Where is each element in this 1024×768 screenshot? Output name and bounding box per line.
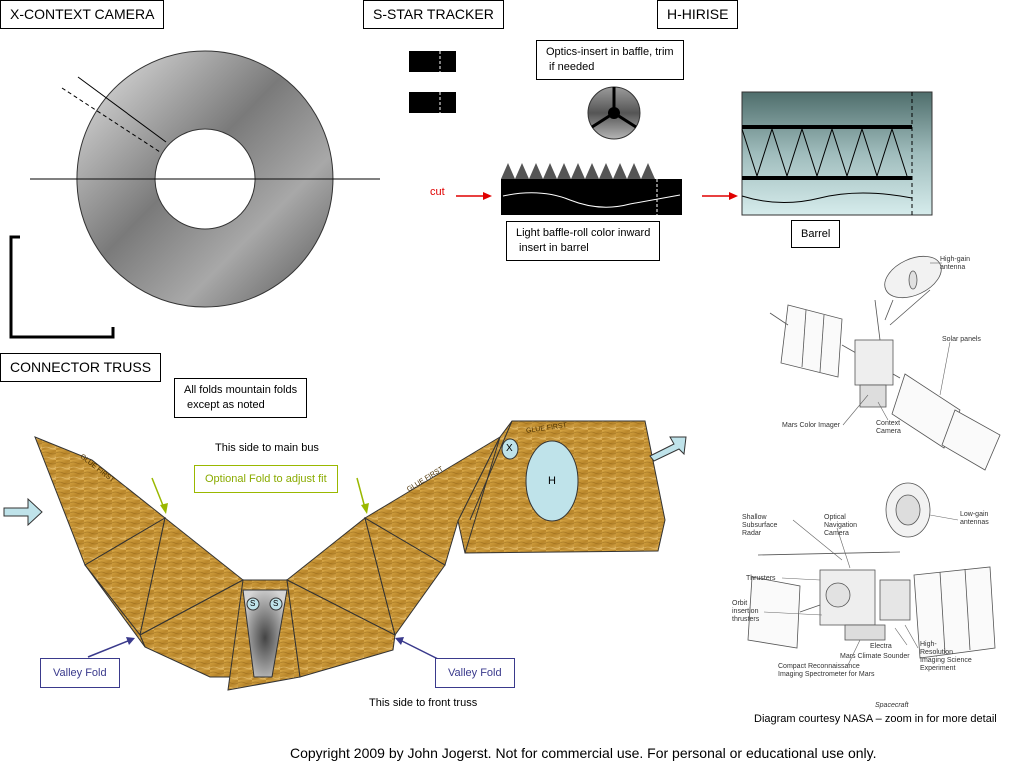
copyright: Copyright 2009 by John Jogerst. Not for … — [290, 745, 877, 761]
label-thrusters: Thrusters — [746, 575, 776, 582]
mark-s-left: S — [250, 599, 256, 608]
optional-fold-label: Optional Fold to adjust fit — [194, 465, 338, 493]
spacecraft-diagram-bottom — [747, 482, 996, 659]
mark-x: X — [506, 443, 513, 454]
label-optical-nav: Optical Navigation Camera — [824, 514, 858, 537]
spacecraft-leaders — [763, 262, 959, 666]
note-light-baffle: Light baffle-roll color inward insert in… — [506, 221, 661, 261]
mark-s-right: S — [273, 599, 279, 608]
label-hirise: High- Resolution Imaging Science Experim… — [920, 641, 972, 672]
spacecraft-diagram-top — [769, 255, 1001, 471]
note-barrel: Barrel — [791, 220, 841, 248]
bracket-line — [9, 235, 115, 339]
label-crism: Compact Reconnaissance Imaging Spectrome… — [778, 663, 875, 678]
label-spacecraft: Spacecraft — [875, 702, 909, 709]
label-mcs: Mars Climate Sounder — [840, 653, 910, 660]
diagram-caption: Diagram courtesy NASA – zoom in for more… — [754, 713, 997, 725]
label-shallow-radar: Shallow Subsurface Radar — [742, 514, 778, 537]
right-block-arrow — [649, 436, 687, 462]
main-bus-label: This side to main bus — [215, 442, 319, 454]
label-solar-panels: Solar panels — [942, 336, 981, 343]
label-low-gain: Low-gain antennas — [960, 511, 989, 526]
connector-truss — [34, 420, 666, 691]
heading-connector-truss: CONNECTOR TRUSS — [0, 353, 162, 382]
heading-context-camera: X-CONTEXT CAMERA — [0, 0, 165, 29]
valley-fold-arrows — [87, 637, 441, 661]
front-truss-label: This side to front truss — [369, 697, 478, 709]
heading-hirise: H-HIRISE — [657, 0, 739, 29]
heading-star-tracker: S-STAR TRACKER — [363, 0, 504, 29]
optional-fold-arrows — [151, 477, 369, 514]
label-mars-color-imager: Mars Color Imager — [782, 422, 840, 429]
light-baffle-strip — [501, 163, 682, 215]
valley-fold-label-left: Valley Fold — [40, 658, 120, 688]
context-camera-ring — [30, 50, 380, 308]
note-optics-insert: Optics-insert in baffle, trim if needed — [536, 40, 684, 80]
label-high-gain: High-gain antenna — [940, 256, 970, 271]
valley-fold-label-right: Valley Fold — [435, 658, 515, 688]
cut-arrow-left — [456, 192, 492, 200]
cut-label: cut — [430, 186, 445, 198]
star-tracker-tabs — [409, 51, 456, 113]
cut-arrow-right — [702, 192, 738, 200]
label-orbit-insertion: Orbit insertion thrusters — [732, 600, 760, 623]
label-context-camera: Context Camera — [876, 420, 901, 435]
optics-insert-icon — [587, 86, 641, 140]
mark-h: H — [548, 475, 556, 487]
hirise-barrel — [741, 91, 933, 216]
note-all-folds: All folds mountain folds except as noted — [174, 378, 308, 418]
label-electra: Electra — [870, 643, 892, 650]
left-block-arrow — [3, 497, 43, 527]
